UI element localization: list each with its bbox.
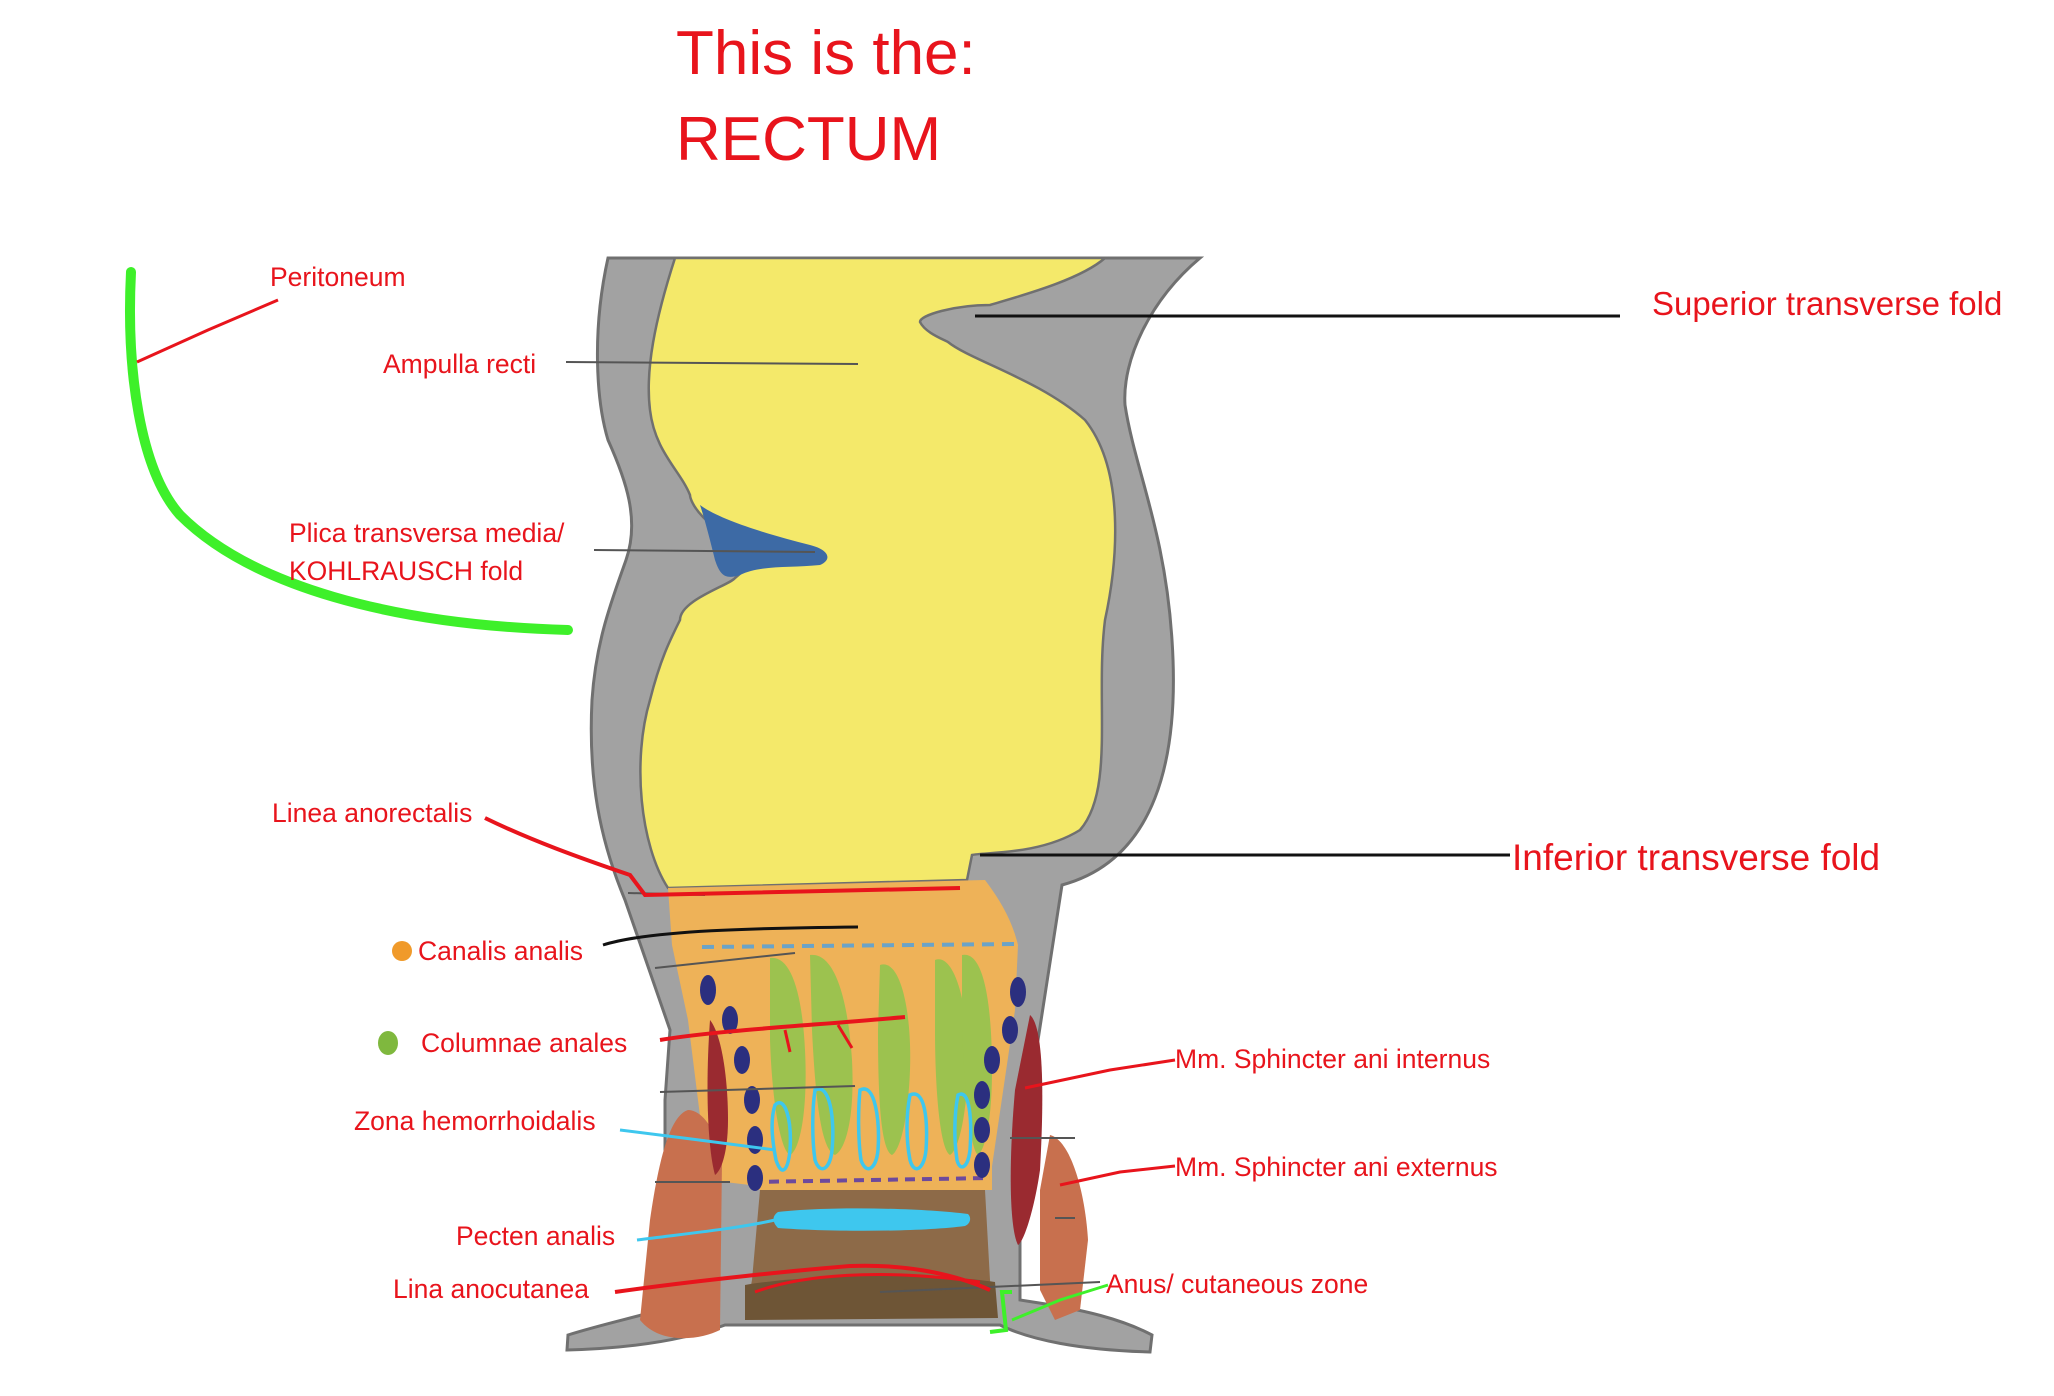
pointer-columnae-tick-1 xyxy=(783,1029,792,1053)
ampulla-lumen xyxy=(639,256,1117,890)
label-sphincter-externus: Mm. Sphincter ani externus xyxy=(1175,1152,1498,1182)
leader-plica xyxy=(593,549,816,553)
hemorrhoid-outlines xyxy=(770,1087,973,1172)
label-anus-cutaneous: Anus/ cutaneous zone xyxy=(1106,1269,1368,1299)
leader-ampulla xyxy=(565,361,859,365)
pointer-lina-anocutanea xyxy=(614,1263,991,1294)
pointer-sphincter-externus xyxy=(1059,1164,1176,1187)
pointer-pecten xyxy=(636,1218,776,1242)
label-canalis-analis: Canalis analis xyxy=(418,936,583,966)
pointer-peritoneum xyxy=(136,298,279,364)
pointer-linea-anorectalis xyxy=(484,816,961,898)
internal-sphincter-right xyxy=(1010,1015,1043,1245)
label-peritoneum: Peritoneum xyxy=(270,262,406,292)
leader-zona-gray xyxy=(659,1085,856,1093)
canalis-marker xyxy=(392,941,412,961)
transition-band xyxy=(752,1155,992,1190)
label-plica-line-2: KOHLRAUSCH fold xyxy=(289,556,523,586)
peritoneum-line xyxy=(125,267,573,635)
label-superior-fold: Superior transverse fold xyxy=(1652,285,2002,322)
pointer-lina-anocutanea-2 xyxy=(754,1273,981,1294)
leader-anus-gray xyxy=(879,1281,1101,1293)
internal-sphincter-left xyxy=(707,1020,728,1175)
pointer-columnae xyxy=(659,1015,906,1042)
pecten-highlight xyxy=(773,1208,971,1231)
pointer-sphincter-internus xyxy=(1024,1058,1176,1090)
label-sphincter-internus: Mm. Sphincter ani internus xyxy=(1175,1044,1490,1074)
leader-canalis-gray xyxy=(654,952,796,969)
purple-dash-line xyxy=(751,1176,991,1184)
anus-skin xyxy=(745,1275,998,1320)
label-ampulla-recti: Ampulla recti xyxy=(383,349,536,379)
pectinate-dash-line xyxy=(701,942,1019,949)
label-pecten-analis: Pecten analis xyxy=(456,1221,615,1251)
pointer-anus xyxy=(1011,1283,1109,1322)
columnae-marker xyxy=(378,1031,398,1055)
title-line-2: RECTUM xyxy=(676,105,941,174)
label-zona-hemorrhoidalis: Zona hemorrhoidalis xyxy=(354,1106,596,1136)
leader-canalis xyxy=(602,925,859,947)
pointer-zona xyxy=(619,1128,776,1152)
label-lina-anocutanea: Lina anocutanea xyxy=(393,1274,589,1304)
pointer-columnae-tick-2 xyxy=(836,1024,854,1049)
anus-bracket xyxy=(989,1290,1012,1334)
title-line-1: This is the: xyxy=(676,19,976,88)
kohlrausch-fold xyxy=(700,505,828,577)
label-linea-anorectalis: Linea anorectalis xyxy=(272,798,472,828)
label-inferior-fold: Inferior transverse fold xyxy=(1512,837,1880,878)
label-columnae-anales: Columnae anales xyxy=(421,1028,627,1058)
external-sphincter-left xyxy=(640,1110,722,1339)
label-plica-line-1: Plica transversa media/ xyxy=(289,518,565,548)
